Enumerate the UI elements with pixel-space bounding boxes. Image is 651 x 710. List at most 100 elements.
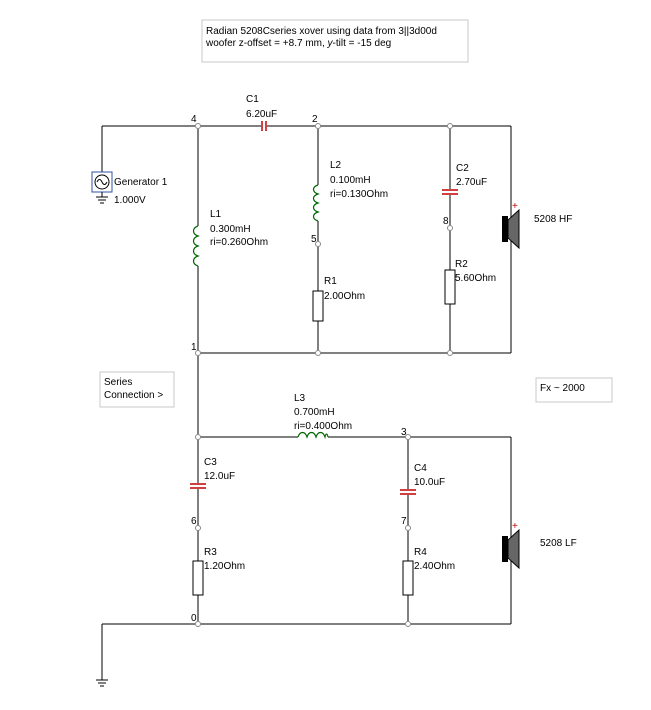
series-line-2: Connection > — [104, 390, 163, 401]
inductor-l1[interactable]: L1 0.300mH ri=0.260Ohm — [192, 209, 269, 267]
l3-name: L3 — [294, 393, 306, 404]
c3-value: 12.0uF — [204, 471, 235, 482]
node-4-dot — [195, 123, 201, 129]
speaker-hf-name: 5208 HF — [534, 214, 572, 225]
fx-label: Fx ~ 2000 — [540, 383, 585, 394]
resistor-r2[interactable]: R2 5.60Ohm — [444, 259, 496, 305]
l2-value: 0.100mH — [330, 175, 371, 186]
c3-name: C3 — [204, 457, 217, 468]
inductor-l2-icon — [312, 184, 320, 222]
resistor-r4[interactable]: R4 2.40Ohm — [402, 547, 455, 596]
l1-ri: ri=0.260Ohm — [210, 237, 268, 248]
series-line-1: Series — [104, 377, 132, 388]
title-line-2-prefix: woofer z-offset = +8.7 mm, — [205, 38, 328, 49]
node-7-dot — [405, 525, 411, 531]
node-label-4: 4 — [191, 114, 197, 125]
wires-upper — [101, 125, 512, 354]
c1-value: 6.20uF — [246, 109, 277, 120]
title-line-1: Radian 5208Cseries xover using data from… — [206, 26, 437, 37]
inductor-l3[interactable]: L3 0.700mH ri=0.400Ohm — [294, 393, 352, 440]
node-8-dot — [447, 225, 453, 231]
inductor-l2[interactable]: L2 0.100mH ri=0.130Ohm — [312, 160, 389, 222]
series-connection-box[interactable]: Series Connection > — [99, 371, 175, 408]
r2-name: R2 — [455, 259, 468, 270]
speaker-lf[interactable]: + 5208 LF — [502, 521, 577, 570]
node-r1-bottom-dot — [315, 350, 321, 356]
title-box-frame — [201, 19, 469, 63]
node-label-3: 3 — [401, 427, 407, 438]
speaker-lf-magnet-icon — [502, 536, 508, 562]
capacitor-c4[interactable]: C4 10.0uF — [400, 463, 445, 495]
r3-name: R3 — [204, 547, 217, 558]
r3-value: 1.20Ohm — [204, 561, 245, 572]
r2-value: 5.60Ohm — [455, 273, 496, 284]
title-line-2-axis: y — [327, 38, 334, 49]
node-label-8: 8 — [443, 216, 449, 227]
speaker-hf[interactable]: + 5208 HF — [502, 201, 572, 250]
node-c2-top-dot — [447, 123, 453, 129]
node-markers — [195, 123, 453, 627]
sine-wave-icon — [96, 179, 108, 185]
node-label-5: 5 — [311, 234, 317, 245]
generator-value: 1.000V — [114, 195, 146, 206]
node-0-dot — [195, 621, 201, 627]
capacitor-c1-icon — [261, 121, 267, 131]
r1-value: 2.00Ohm — [324, 291, 365, 302]
r4-name: R4 — [414, 547, 427, 558]
resistor-r1-icon — [312, 290, 324, 322]
capacitor-c2[interactable]: C2 2.70uF — [442, 163, 487, 195]
resistor-r3[interactable]: R3 1.20Ohm — [192, 547, 245, 596]
node-label-1: 1 — [191, 342, 197, 353]
resistor-r2-icon — [444, 269, 456, 305]
node-5-dot — [315, 241, 321, 247]
r1-name: R1 — [324, 276, 337, 287]
node-label-7: 7 — [401, 516, 407, 527]
speaker-lf-name: 5208 LF — [540, 538, 577, 549]
speaker-hf-magnet-icon — [502, 216, 508, 242]
node-label-6: 6 — [191, 516, 197, 527]
capacitor-c4-icon — [400, 489, 416, 495]
speaker-hf-cone-icon — [507, 208, 520, 250]
title-line-2: woofer z-offset = +8.7 mm, y-tilt = -15 … — [205, 38, 391, 49]
node-labels: 4 2 8 5 1 3 6 7 0 — [191, 114, 449, 624]
inductor-l1-icon — [192, 225, 200, 267]
fx-box[interactable]: Fx ~ 2000 — [535, 377, 613, 403]
speaker-lf-polarity: + — [512, 521, 518, 532]
l1-name: L1 — [210, 209, 222, 220]
node-6-dot — [195, 525, 201, 531]
ac-source-icon — [94, 174, 110, 190]
c2-name: C2 — [456, 163, 469, 174]
node-2-dot — [315, 123, 321, 129]
node-label-2: 2 — [312, 114, 318, 125]
inductor-l3-icon — [297, 431, 329, 440]
node-r4-bottom-dot — [405, 621, 411, 627]
generator-ground-icon — [96, 196, 108, 204]
series-box-frame — [99, 371, 175, 408]
l1-value: 0.300mH — [210, 224, 251, 235]
node-l3-left-dot — [195, 434, 201, 440]
resistor-r3-icon — [192, 560, 204, 596]
capacitor-c1[interactable]: C1 6.20uF — [246, 94, 277, 131]
capacitor-c3[interactable]: C3 12.0uF — [190, 457, 235, 489]
c1-name: C1 — [246, 94, 259, 105]
c4-name: C4 — [414, 463, 427, 474]
generator-1[interactable]: Generator 1 1.000V — [91, 171, 168, 206]
c4-value: 10.0uF — [414, 477, 445, 488]
speaker-lf-cone-icon — [507, 528, 520, 570]
title-box[interactable]: Radian 5208Cseries xover using data from… — [201, 19, 469, 63]
node-r2-bottom-dot — [447, 350, 453, 356]
generator-name: Generator 1 — [114, 177, 168, 188]
resistor-r4-icon — [402, 560, 414, 596]
title-line-2-suffix: -tilt = -15 deg — [333, 38, 392, 49]
node-3-dot — [405, 434, 411, 440]
speaker-hf-polarity: + — [512, 201, 518, 212]
ground-icon — [96, 679, 108, 687]
l3-ri: ri=0.400Ohm — [294, 421, 352, 432]
resistor-r1[interactable]: R1 2.00Ohm — [312, 276, 365, 322]
c2-value: 2.70uF — [456, 177, 487, 188]
r4-value: 2.40Ohm — [414, 561, 455, 572]
fx-box-frame — [535, 377, 613, 403]
node-1-dot — [195, 350, 201, 356]
l2-ri: ri=0.130Ohm — [330, 189, 388, 200]
